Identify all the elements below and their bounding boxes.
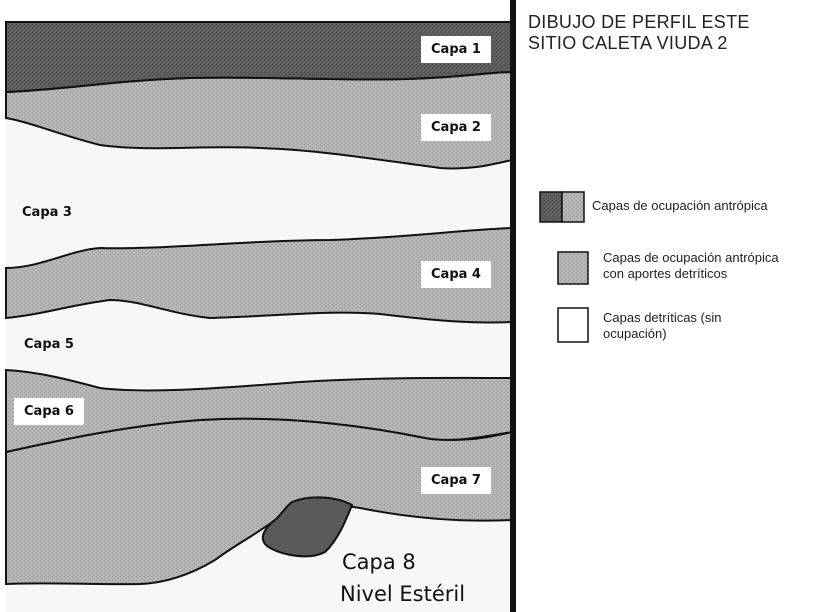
label-capa-8: Capa 8 [342,550,416,574]
label-capa-6: Capa 6 [14,398,84,425]
label-capa-1: Capa 1 [421,36,491,63]
legend-label-detritic-1: Capas detríticas (sin [603,310,722,325]
label-capa-5: Capa 5 [24,337,74,352]
legend-label-occupation: Capas de ocupación antrópica [592,198,768,213]
label-nivel-esteril: Nivel Estéril [340,582,466,606]
label-capa-7: Capa 7 [421,467,491,494]
legend-swatch-occupation-detritic [557,251,589,285]
layer-1-fill [5,21,513,94]
legend-label-detritic-2: ocupación) [603,326,667,341]
profile-right-border [510,0,516,612]
label-capa-4: Capa 4 [421,261,491,288]
layer-8-rock [261,496,354,558]
label-capa-2: Capa 2 [421,114,491,141]
legend-label-occupation-detritic-2: con aportes detríticos [603,266,728,281]
title-line-1: DIBUJO DE PERFIL ESTE [528,12,750,32]
label-capa-3: Capa 3 [22,205,72,220]
diagram-title: DIBUJO DE PERFIL ESTE SITIO CALETA VIUDA… [528,12,750,54]
title-line-2: SITIO CALETA VIUDA 2 [528,33,728,53]
legend-swatch-occupation [539,191,585,223]
legend-swatch-detritic [557,307,589,343]
layer-4-fill [5,226,513,324]
legend-label-occupation-detritic-1: Capas de ocupación antrópica [603,250,779,265]
